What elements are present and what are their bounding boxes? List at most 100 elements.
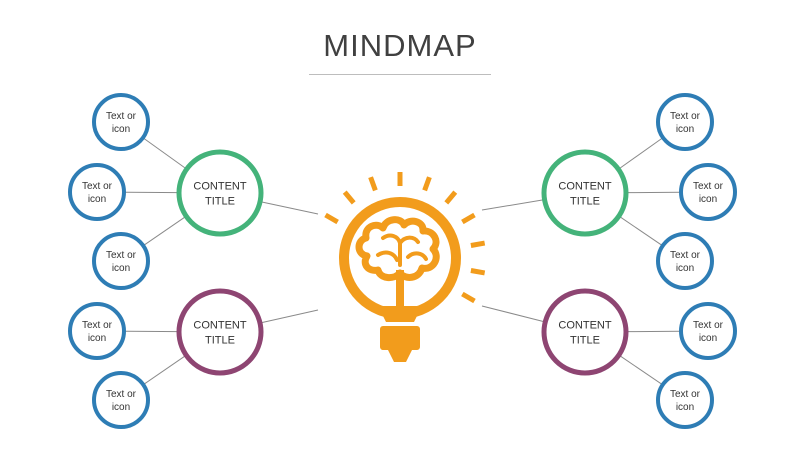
connector-line: [259, 309, 319, 324]
light-ray: [470, 240, 486, 248]
title-underline: [309, 74, 491, 75]
connector-line: [618, 354, 663, 386]
light-ray: [444, 190, 458, 205]
light-ray: [368, 176, 378, 192]
leaf-node: Text or icon: [92, 232, 150, 290]
leaf-label: Text or icon: [670, 111, 701, 135]
leaf-label-line: Text or: [82, 320, 113, 331]
content-title: CONTENT TITLE: [193, 180, 246, 207]
lightbulb-brain-icon: [324, 172, 486, 362]
leaf-label-line: icon: [112, 263, 130, 274]
connector-line: [142, 137, 187, 170]
content-title-line: TITLE: [570, 195, 600, 207]
leaf-label: Text or icon: [693, 181, 724, 205]
brain-icon: [355, 216, 440, 281]
leaf-label-line: icon: [112, 402, 130, 413]
content-title-node: CONTENT TITLE: [541, 288, 629, 376]
leaf-label-line: Text or: [106, 111, 137, 122]
leaf-label-line: icon: [699, 194, 717, 205]
leaf-label-line: Text or: [106, 389, 137, 400]
light-ray: [461, 212, 476, 225]
content-title: CONTENT TITLE: [558, 180, 611, 207]
content-circle: [176, 288, 264, 376]
content-title-line: TITLE: [205, 334, 235, 346]
light-rays: [324, 172, 486, 304]
light-ray: [461, 291, 476, 304]
light-ray: [342, 190, 356, 205]
light-ray: [470, 268, 486, 276]
connectors: [123, 137, 682, 386]
leaf-label-line: Text or: [693, 320, 724, 331]
light-ray: [324, 212, 339, 225]
content-title-node: CONTENT TITLE: [176, 149, 264, 237]
leaf-label-line: Text or: [693, 181, 724, 192]
leaf-node: Text or icon: [679, 302, 737, 360]
leaf-circle: [92, 371, 150, 429]
leaf-label: Text or icon: [693, 320, 724, 344]
connector-line: [618, 215, 663, 247]
leaf-node: Text or icon: [656, 93, 714, 151]
leaf-node: Text or icon: [92, 93, 150, 151]
leaf-circle: [656, 232, 714, 290]
leaf-label: Text or icon: [670, 250, 701, 274]
connector-line: [142, 354, 187, 386]
content-title-line: TITLE: [205, 195, 235, 207]
leaf-label-line: icon: [88, 333, 106, 344]
connector-line: [142, 215, 187, 247]
leaf-node: Text or icon: [679, 163, 737, 221]
connector-line: [259, 201, 319, 215]
leaf-circle: [68, 163, 126, 221]
leaf-label: Text or icon: [106, 111, 137, 135]
leaf-node: Text or icon: [656, 232, 714, 290]
connector-line: [618, 137, 664, 170]
brain-stem: [396, 270, 404, 320]
leaf-label-line: icon: [88, 194, 106, 205]
connector-line: [481, 199, 545, 211]
connector-line: [481, 305, 546, 323]
leaf-circle: [656, 371, 714, 429]
leaf-label-line: icon: [112, 124, 130, 135]
leaf-label-line: icon: [699, 333, 717, 344]
leaf-label: Text or icon: [82, 181, 113, 205]
leaf-circle: [68, 302, 126, 360]
content-circle: [541, 288, 629, 376]
leaf-label-line: Text or: [106, 250, 137, 261]
content-title-line: CONTENT: [558, 319, 611, 331]
leaf-label-line: Text or: [82, 181, 113, 192]
leaf-node: Text or icon: [92, 371, 150, 429]
leaf-label-line: Text or: [670, 111, 701, 122]
bulb-base: [380, 326, 420, 350]
leaf-label-line: icon: [676, 263, 694, 274]
content-title: CONTENT TITLE: [558, 319, 611, 346]
leaf-label: Text or icon: [106, 389, 137, 413]
leaf-label: Text or icon: [82, 320, 113, 344]
leaf-circle: [656, 93, 714, 151]
leaf-label-line: Text or: [670, 250, 701, 261]
leaf-node: Text or icon: [68, 163, 126, 221]
content-circle: [541, 149, 629, 237]
light-ray: [422, 176, 432, 192]
leaf-label-line: Text or: [670, 389, 701, 400]
leaf-label-line: icon: [676, 124, 694, 135]
leaf-circle: [92, 93, 150, 151]
content-title-line: CONTENT: [558, 180, 611, 192]
content-title-line: TITLE: [570, 334, 600, 346]
leaf-circle: [679, 302, 737, 360]
bulb-tip: [388, 350, 412, 362]
page-title: MINDMAP: [323, 28, 477, 63]
content-circle: [176, 149, 264, 237]
content-title-node: CONTENT TITLE: [541, 149, 629, 237]
content-title-line: CONTENT: [193, 180, 246, 192]
leaf-circle: [679, 163, 737, 221]
